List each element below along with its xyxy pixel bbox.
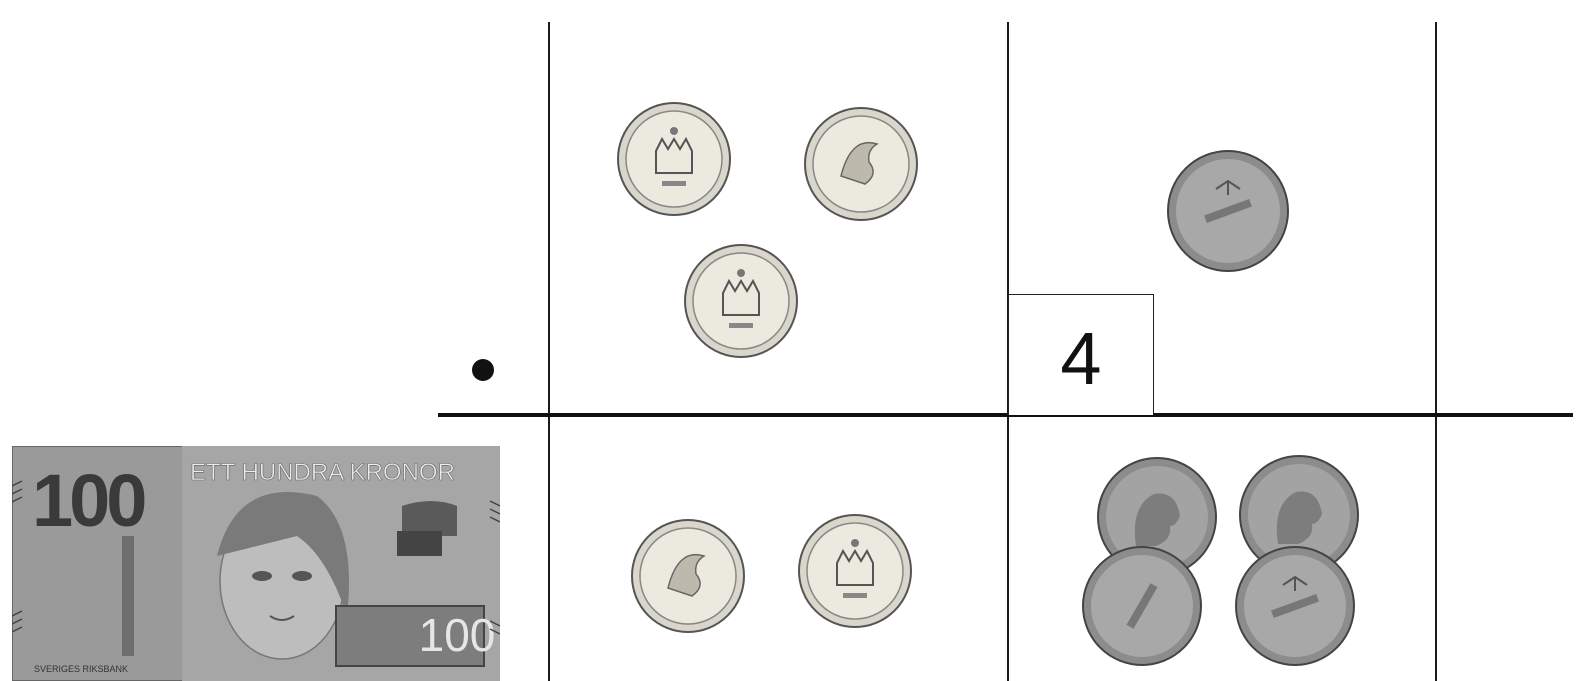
banknote-denomination-small: 100 — [419, 609, 496, 661]
ten-kronor-coin — [630, 518, 746, 634]
answer-box-value: 4 — [1060, 316, 1101, 401]
column-divider-3 — [1435, 22, 1437, 681]
ten-kronor-coin — [797, 513, 913, 629]
one-krona-coin — [1234, 545, 1356, 667]
ten-kronor-coin — [803, 106, 919, 222]
ten-kronor-coin — [616, 101, 732, 217]
hundred-kronor-banknote: 100 100 ETT HUNDRA KRONOR SVERIGES RIKSB… — [12, 446, 500, 681]
bullet-dot — [472, 359, 494, 381]
banknote-text: ETT HUNDRA KRONOR — [190, 459, 455, 486]
one-krona-coin — [1166, 149, 1290, 273]
one-krona-coin — [1081, 545, 1203, 667]
banknote-bank: SVERIGES RIKSBANK — [34, 664, 128, 674]
answer-box[interactable]: 4 — [1008, 294, 1154, 415]
row-divider — [438, 413, 1573, 417]
banknote-denomination-large: 100 — [32, 459, 145, 542]
column-divider-1 — [548, 22, 550, 681]
ten-kronor-coin — [683, 243, 799, 359]
